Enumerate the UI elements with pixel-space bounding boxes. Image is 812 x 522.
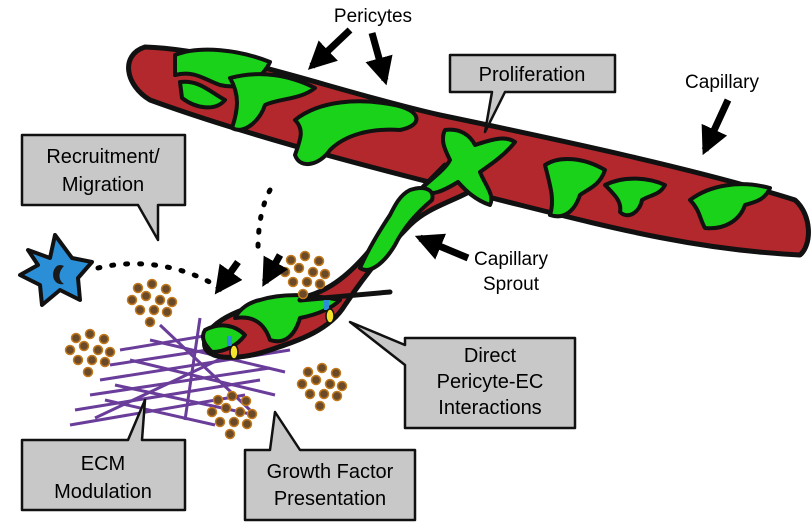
capillary-sprout: [205, 165, 480, 357]
pericytes-label: Pericytes: [334, 6, 412, 27]
contact-marker-blue: [324, 300, 329, 310]
growth-factor-dot: [242, 397, 251, 406]
arrow-icon: [372, 33, 385, 80]
growth-factor-dot: [222, 404, 231, 413]
callout-direct-line1: Direct: [464, 345, 517, 367]
growth-factor-cluster-icon: [208, 392, 257, 439]
callout-growth-factor: Growth Factor Presentation: [245, 412, 415, 520]
growth-factor-dot: [243, 420, 252, 429]
growth-factor-dot: [287, 256, 296, 265]
callout-direct-line2: Pericyte-EC: [437, 371, 544, 393]
callout-growth-line1: Growth Factor: [267, 461, 394, 483]
growth-factor-dot: [214, 396, 223, 405]
growth-factor-dot: [150, 306, 159, 315]
growth-factor-dot: [228, 392, 237, 401]
callout-proliferation-text: Proliferation: [479, 64, 586, 86]
growth-factor-dot: [136, 306, 145, 315]
growth-factor-cluster-icon: [128, 280, 177, 327]
growth-factor-dot: [333, 392, 342, 401]
growth-factor-dot: [208, 408, 217, 417]
callout-growth-line2: Presentation: [274, 488, 386, 510]
growth-factor-dot: [163, 308, 172, 317]
arrow-icon: [218, 262, 238, 290]
growth-factor-dot: [295, 264, 304, 273]
growth-factor-dot: [216, 418, 225, 427]
pericyte-cell: [360, 188, 433, 270]
arrow-icon: [705, 100, 728, 150]
callout-direct-line3: Interactions: [438, 397, 541, 419]
arrow-icon: [265, 255, 280, 282]
growth-factor-dot: [281, 268, 290, 277]
growth-factor-dot: [320, 390, 329, 399]
growth-factor-dot: [316, 280, 325, 289]
capillary-sprout-label-line1: Capillary: [474, 249, 548, 270]
growth-factor-dot: [72, 334, 81, 343]
growth-factor-dot: [168, 298, 177, 307]
growth-factor-dot: [100, 335, 109, 344]
migration-path-dotted: [258, 190, 270, 250]
contact-marker-yellow: [230, 345, 238, 359]
growth-factor-dot: [318, 364, 327, 373]
capillary-label: Capillary: [685, 72, 759, 93]
growth-factor-dot: [248, 410, 257, 419]
growth-factor-dot: [80, 342, 89, 351]
growth-factor-dot: [101, 358, 110, 367]
growth-factor-dot: [236, 408, 245, 417]
growth-factor-dot: [162, 285, 171, 294]
callout-ecm-line2: Modulation: [54, 481, 152, 503]
callout-recruitment-line2: Migration: [62, 174, 144, 196]
growth-factor-dot: [148, 280, 157, 289]
growth-factor-dot: [134, 284, 143, 293]
growth-factor-dot: [299, 290, 308, 299]
growth-factor-dot: [298, 380, 307, 389]
callout-direct-interactions: Direct Pericyte-EC Interactions: [350, 322, 575, 428]
growth-factor-dot: [306, 390, 315, 399]
growth-factor-dot: [332, 369, 341, 378]
growth-factor-dot: [156, 296, 165, 305]
growth-factor-dot: [316, 402, 325, 411]
growth-factor-cluster-icon: [298, 364, 347, 411]
growth-factor-dot: [146, 318, 155, 327]
growth-factor-dot: [309, 268, 318, 277]
growth-factor-dot: [88, 356, 97, 365]
migrating-pericyte-icon: [20, 235, 92, 305]
callout-ecm: ECM Modulation: [22, 400, 185, 510]
growth-factor-dot: [106, 348, 115, 357]
growth-factor-dot: [142, 292, 151, 301]
arrow-icon: [420, 238, 468, 258]
growth-factor-dot: [66, 346, 75, 355]
contact-marker-yellow: [326, 309, 334, 323]
capillary-sprout-label-line2: Sprout: [483, 274, 540, 295]
growth-factor-dot: [94, 346, 103, 355]
growth-factor-dot: [303, 278, 312, 287]
callout-recruitment: Recruitment/ Migration: [22, 135, 185, 240]
growth-factor-dot: [128, 296, 137, 305]
callout-recruitment-line1: Recruitment/: [46, 146, 160, 168]
growth-factor-dot: [315, 257, 324, 266]
growth-factor-cluster-icon: [66, 330, 115, 377]
growth-factor-dot: [84, 368, 93, 377]
growth-factor-dot: [304, 368, 313, 377]
growth-factor-dot: [321, 270, 330, 279]
growth-factor-dot: [338, 382, 347, 391]
growth-factor-dot: [226, 430, 235, 439]
growth-factor-dot: [326, 380, 335, 389]
growth-factor-dot: [230, 418, 239, 427]
growth-factor-dot: [86, 330, 95, 339]
callout-ecm-line1: ECM: [81, 453, 125, 475]
growth-factor-dot: [74, 356, 83, 365]
arrow-icon: [312, 30, 350, 66]
growth-factor-dot: [301, 252, 310, 261]
growth-factor-dot: [312, 376, 321, 385]
contact-marker-blue: [227, 336, 232, 346]
growth-factor-dot: [289, 278, 298, 287]
